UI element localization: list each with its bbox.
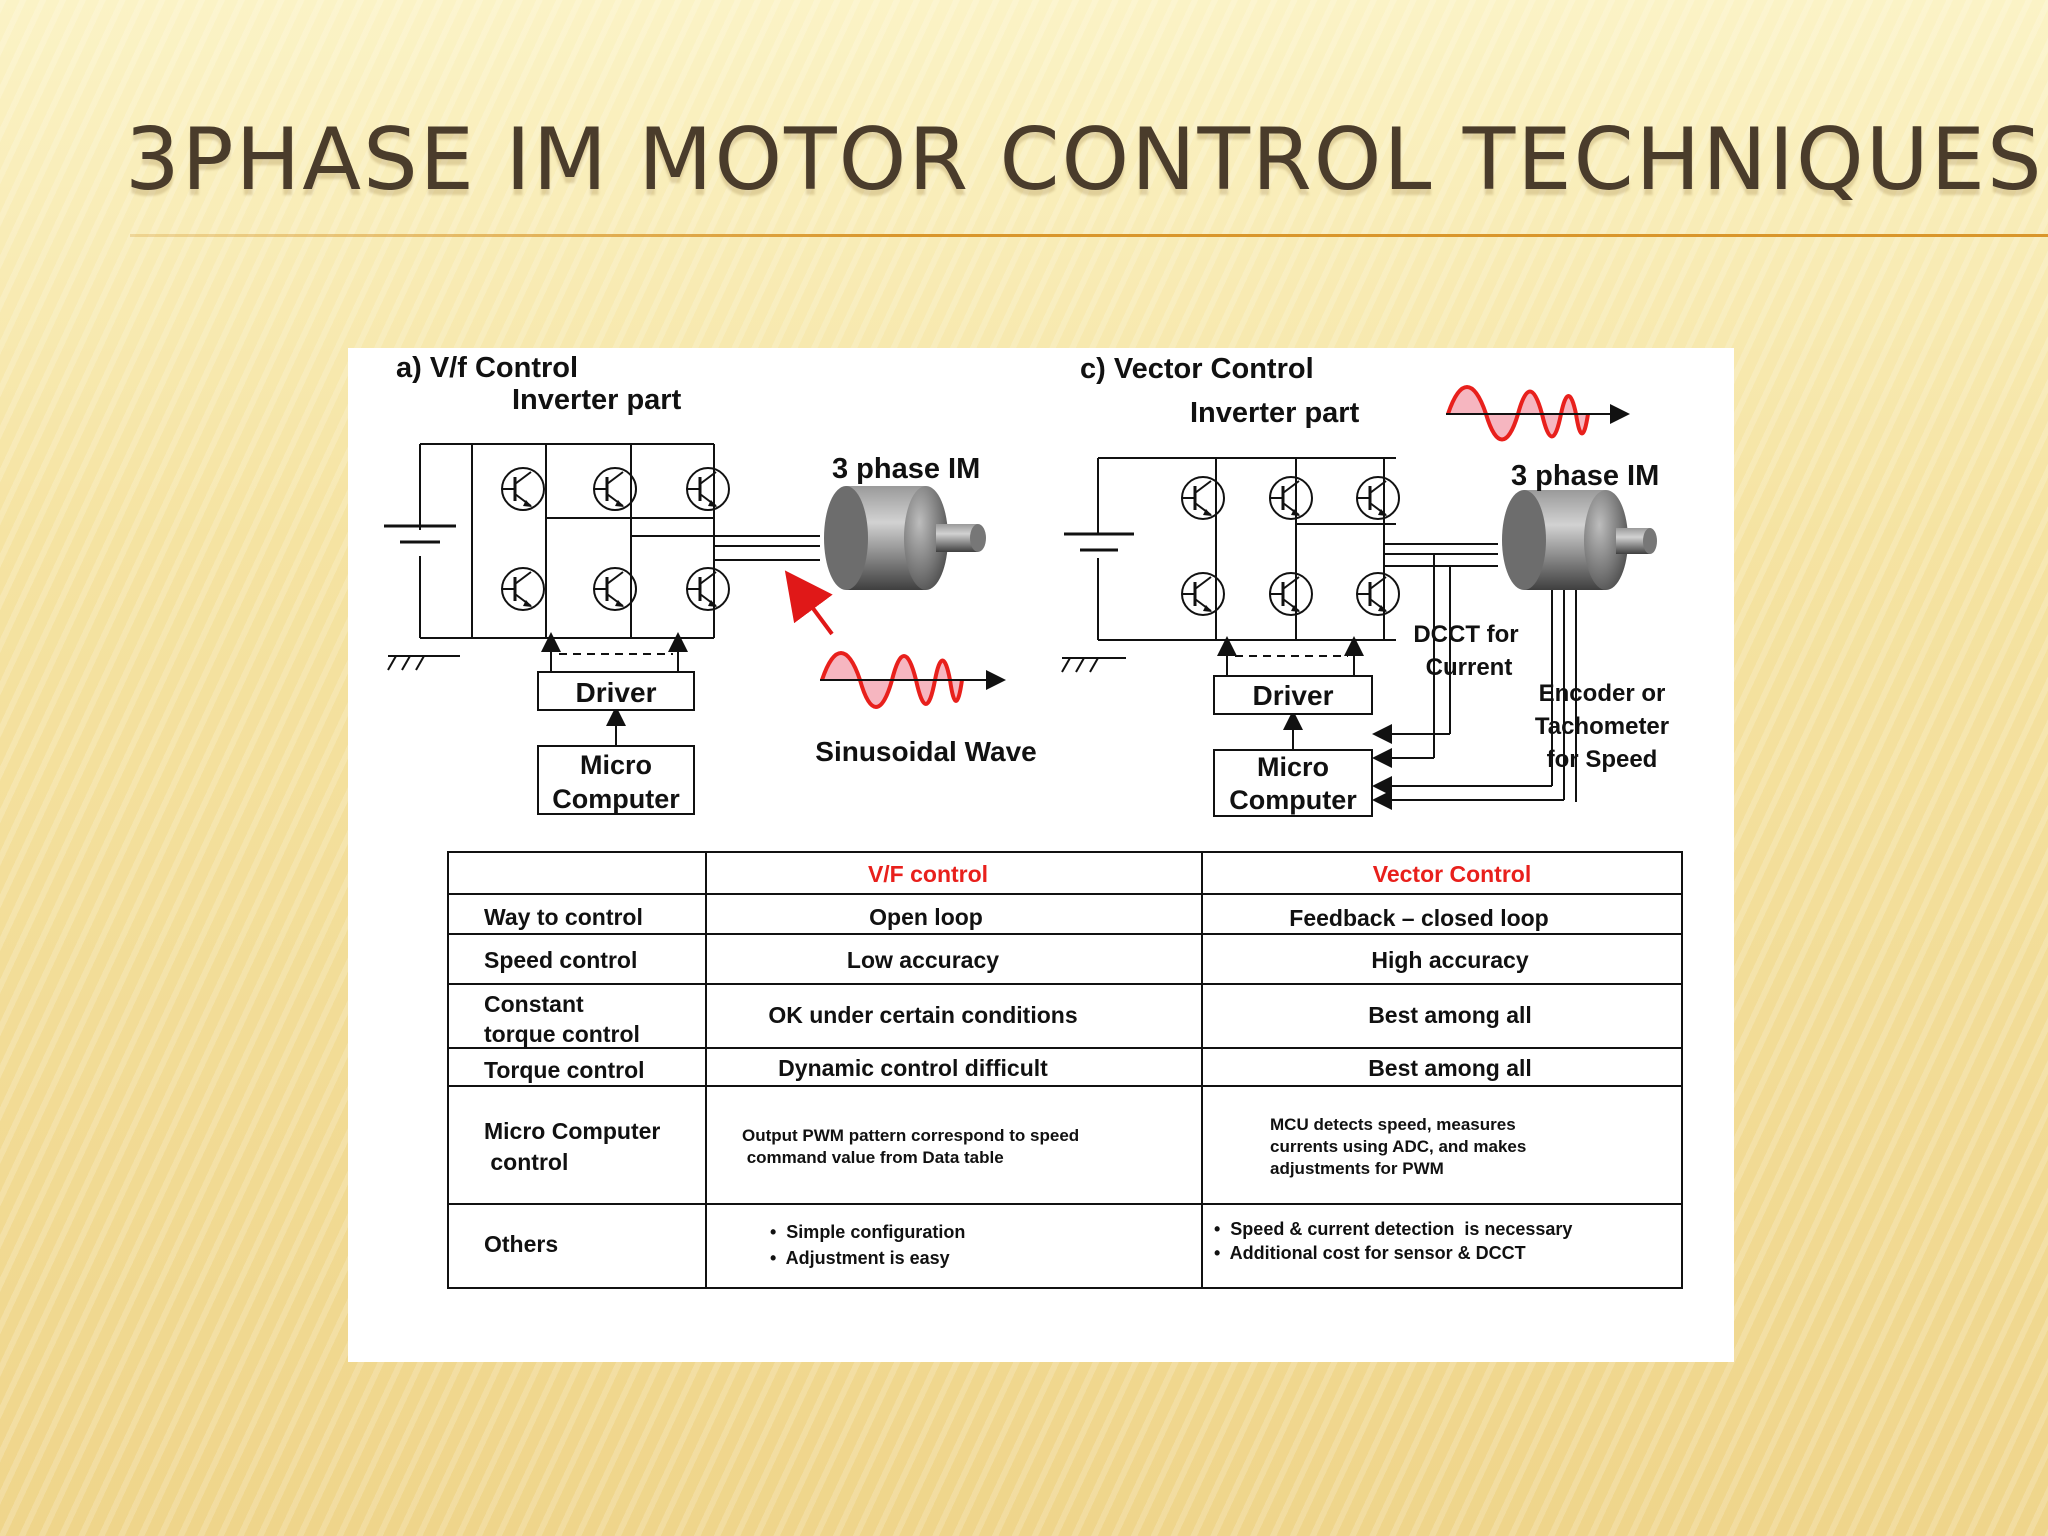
vector-motor-icon — [1502, 490, 1657, 590]
mc-vector-line1: MCU detects speed, measures — [1270, 1115, 1516, 1134]
vector-micro-box — [1213, 749, 1373, 817]
vf-motor-icon — [824, 486, 986, 590]
vector-dcct-line2: Current — [1426, 654, 1513, 681]
vector-inverter-label: Inverter part — [1190, 397, 1360, 429]
mc-label-line1: Micro Computer — [484, 1118, 660, 1144]
row-label: Speed control — [484, 947, 637, 973]
mc-label-line2: control — [484, 1149, 568, 1175]
vector-diagram: c) Vector Control Inverter part — [1061, 353, 1669, 817]
slide-title: 3PHASE IM MOTOR CONTROL TECHNIQUES — [125, 110, 2044, 210]
table-header-vf: V/F control — [868, 861, 988, 887]
title-underline — [130, 234, 2048, 237]
vf-sine-wave-icon — [784, 570, 1006, 709]
row-label: Way to control — [484, 904, 643, 930]
vf-circuit-lines — [387, 443, 820, 671]
figure-svg: a) V/f Control Inverter part — [384, 352, 1683, 1289]
mc-vf-line2: command value from Data table — [742, 1148, 1004, 1167]
vector-sine-wave-icon — [1446, 385, 1630, 442]
row-vector-cell: Feedback – closed loop — [1289, 905, 1548, 931]
vf-heading: a) V/f Control — [396, 352, 578, 384]
vf-micro-box — [537, 745, 695, 815]
vf-driver-box — [537, 671, 695, 711]
vector-dcct-line1: DCCT for — [1413, 621, 1518, 648]
row-vf-cell: Low accuracy — [847, 947, 999, 973]
row-vector-cell: Best among all — [1368, 1002, 1532, 1028]
vf-battery — [384, 524, 456, 544]
vector-encoder-line1: Encoder or — [1539, 680, 1666, 707]
vector-encoder-line2: Tachometer — [1535, 713, 1669, 740]
vf-diagram: a) V/f Control Inverter part — [384, 352, 1037, 815]
row-vf-cell: OK under certain conditions — [768, 1002, 1077, 1028]
vector-driver-label: Driver — [1253, 680, 1334, 711]
vf-micro-line2: Computer — [552, 784, 680, 814]
vf-motor-label: 3 phase IM — [832, 453, 980, 485]
vector-encoder-line3: for Speed — [1547, 746, 1658, 773]
mc-vf-line1: Output PWM pattern correspond to speed — [742, 1126, 1079, 1145]
mc-vector-line2: currents using ADC, and makes — [1270, 1137, 1526, 1156]
vector-micro-line1: Micro — [1257, 752, 1329, 782]
vector-motor-label: 3 phase IM — [1511, 460, 1659, 492]
vf-driver-label: Driver — [576, 677, 657, 708]
vector-micro-line2: Computer — [1229, 785, 1357, 815]
vector-transistors — [1180, 475, 1401, 617]
vf-wave-label: Sinusoidal Wave — [815, 736, 1036, 767]
vector-driver-box — [1213, 675, 1373, 715]
vf-micro-line1: Micro — [580, 750, 652, 780]
comparison-figure: a) V/f Control Inverter part — [348, 348, 1734, 1362]
mc-vector-line3: adjustments for PWM — [1270, 1159, 1444, 1178]
vf-transistors — [500, 466, 731, 612]
others-label: Others — [484, 1231, 558, 1257]
row-label-line2: torque control — [484, 1021, 640, 1047]
row-label: Constant — [484, 991, 584, 1017]
row-vf-cell: Dynamic control difficult — [778, 1055, 1048, 1081]
table-header-vector: Vector Control — [1373, 861, 1531, 887]
vector-battery — [1064, 532, 1134, 552]
vector-heading: c) Vector Control — [1080, 353, 1314, 385]
others-vector-line1: • Speed & current detection is necessary — [1214, 1219, 1572, 1239]
vf-inverter-label: Inverter part — [512, 384, 682, 416]
row-vector-cell: High accuracy — [1371, 947, 1528, 973]
others-vector-line2: • Additional cost for sensor & DCCT — [1214, 1243, 1526, 1263]
others-vf-line1: • Simple configuration — [770, 1222, 965, 1242]
comparison-table: V/F control Vector Control Way to contro… — [447, 851, 1683, 1289]
row-vf-cell: Open loop — [869, 904, 983, 930]
row-vector-cell: Best among all — [1368, 1055, 1532, 1081]
row-label: Torque control — [484, 1057, 645, 1083]
others-vf-line2: • Adjustment is easy — [770, 1248, 950, 1268]
